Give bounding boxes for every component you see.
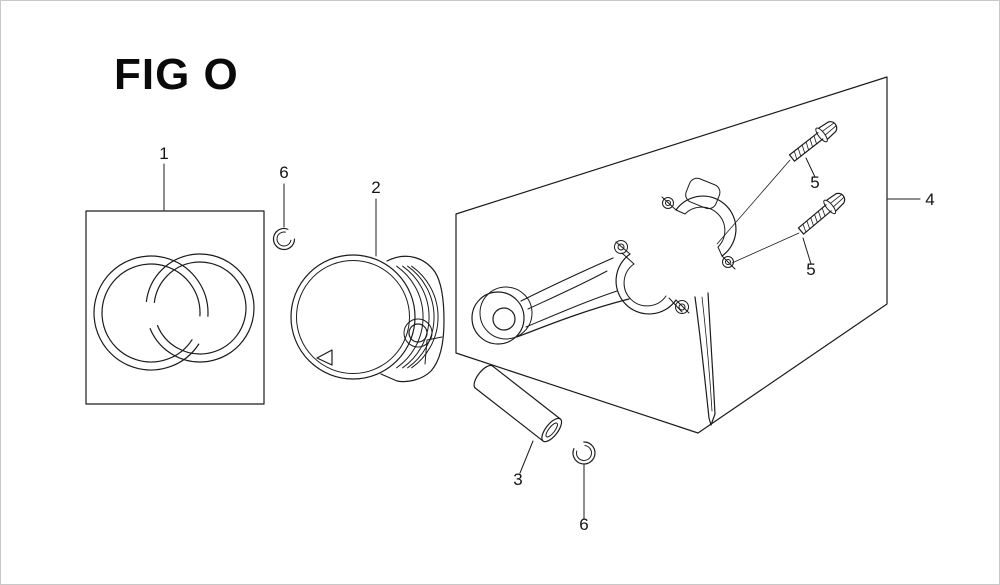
- rod-cap-drawing: [661, 177, 737, 270]
- rod-bolt-lower-drawing: [797, 192, 846, 235]
- rod-ear-lower-hole: [678, 303, 686, 311]
- rod-big-end-outer: [615, 253, 677, 315]
- rod-ear-upper-edge2: [621, 252, 635, 265]
- ring-left-inner: [101, 263, 201, 363]
- rod-ear-upper-hole: [617, 243, 625, 251]
- pin-far-face: [541, 417, 563, 443]
- piston-ring-set-drawing: [85, 210, 265, 405]
- circlip-lower-inner: [576, 445, 592, 461]
- figure-title: FIG O: [114, 50, 239, 99]
- callout-5-lower-leader: [802, 237, 812, 265]
- rod-bolt-upper-drawing: [788, 121, 838, 162]
- piston-skirt-notch: [424, 336, 443, 365]
- circlip-upper-drawing: [272, 227, 296, 251]
- pin-near-cap: [473, 364, 494, 389]
- callout-3-leader: [519, 440, 534, 474]
- circlip-upper-outer: [272, 227, 296, 251]
- bolt-upper-threads: [793, 135, 817, 160]
- pin-far-bore: [545, 422, 558, 438]
- rod-ear-upper-edge: [615, 241, 631, 255]
- rod-ear-lower: [675, 300, 689, 314]
- rod-beam-top: [520, 257, 614, 302]
- circlip-upper-inner: [276, 231, 292, 247]
- piston-ring-left: [93, 255, 209, 371]
- piston-groove-4: [411, 265, 439, 369]
- bolt-upper-shank: [788, 132, 824, 162]
- ring-box-outline: [85, 210, 265, 405]
- bolt-lower-flange: [823, 199, 837, 215]
- ring-right-outer: [145, 253, 255, 363]
- rod-small-end-bore: [492, 307, 516, 331]
- callout-3-label: 3: [513, 470, 522, 489]
- ring-right-inner: [153, 261, 247, 355]
- bolt-upper-flange: [815, 127, 828, 143]
- callout-5-upper-label: 5: [810, 173, 819, 192]
- piston-arrow-mark: [316, 349, 333, 366]
- callout-2-label: 2: [371, 178, 380, 197]
- callout-1-label: 1: [159, 144, 168, 163]
- callout-6-upper-label: 6: [279, 163, 288, 182]
- callout-5-upper-leader: [805, 157, 816, 178]
- piston-groove-2: [402, 265, 430, 369]
- connecting-rod-drawing: [471, 240, 716, 426]
- rod-oil-dipper: [694, 292, 716, 426]
- rod-beam-bottom: [516, 298, 630, 338]
- rod-assembly-outline: [455, 76, 888, 434]
- bolt-upper-axis-line: [716, 159, 791, 245]
- bolt-lower-shank: [797, 204, 832, 235]
- bolt-lower-axis-line: [731, 232, 800, 264]
- rod-cap-face-lower: [717, 246, 723, 257]
- circlip-lower-outer: [572, 441, 596, 465]
- callout-4-label: 4: [925, 190, 934, 209]
- rod-cap-tab: [685, 177, 721, 210]
- rod-ear-upper: [614, 240, 628, 254]
- rod-cap-face-upper: [675, 209, 686, 215]
- callout-6-lower-label: 6: [579, 515, 588, 534]
- rod-cap-ear-upper-hole: [665, 200, 671, 206]
- ring-left-outer: [93, 255, 209, 371]
- piston-pin-drawing: [473, 364, 563, 443]
- piston-pin-boss: [403, 318, 433, 348]
- rod-beam-rib-top: [527, 270, 608, 310]
- bolt-upper-head: [818, 121, 838, 140]
- rod-cap-ear-upper: [662, 197, 674, 209]
- rod-small-end-face: [479, 286, 533, 340]
- piston-drawing: [290, 254, 445, 383]
- bolt-lower-head: [826, 192, 846, 212]
- pin-body: [474, 365, 561, 442]
- rod-small-end-outer: [471, 291, 525, 345]
- rod-cap-ear-lower-hole: [725, 259, 731, 265]
- bolt-upper-head-facets: [822, 122, 837, 135]
- piston-groove-1: [396, 265, 424, 369]
- piston-crown-chamfer: [296, 260, 410, 374]
- rod-beam-rib-bottom: [525, 290, 618, 328]
- rod-oil-dipper-rib: [701, 296, 713, 412]
- bolt-lower-threads: [802, 207, 826, 233]
- circlip-lower-drawing: [572, 441, 596, 465]
- piston-pin-hole: [408, 323, 428, 343]
- callout-5-lower-label: 5: [806, 260, 815, 279]
- bolt-lower-head-facets: [830, 194, 845, 207]
- rod-big-end-seat: [623, 263, 667, 307]
- piston-ring-right: [145, 253, 255, 363]
- piston-groove-3: [407, 265, 435, 369]
- piston-skirt-outline: [380, 255, 445, 383]
- rod-cap-outer: [675, 195, 737, 257]
- rod-cap-seat: [684, 206, 726, 248]
- piston-crown-outline: [290, 254, 416, 380]
